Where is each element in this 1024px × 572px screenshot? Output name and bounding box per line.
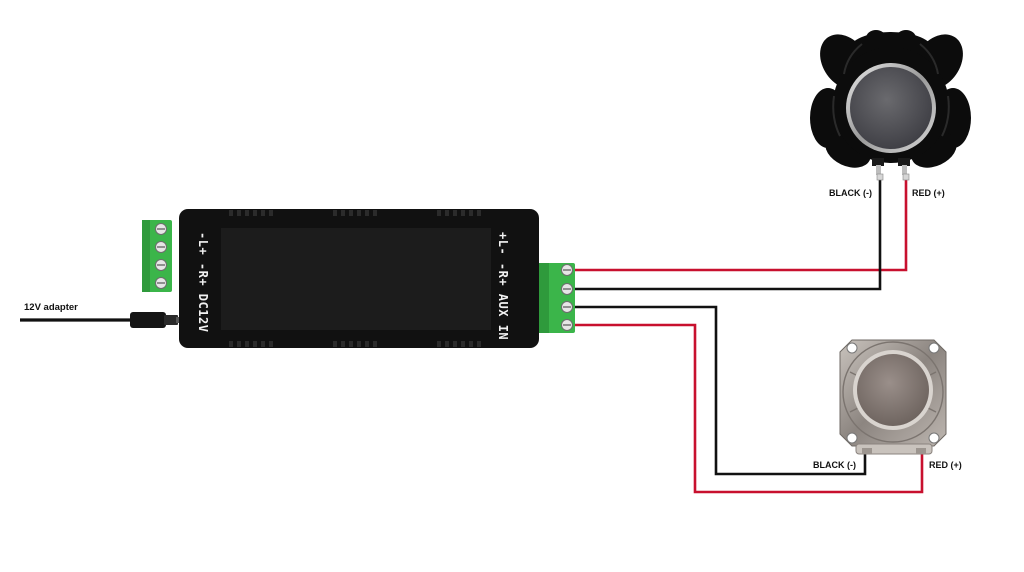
screw-icon xyxy=(155,241,167,253)
screw-icon xyxy=(155,277,167,289)
screw-icon xyxy=(561,301,573,313)
top-speaker-red-label: RED (+) xyxy=(912,188,945,198)
speaker-icon xyxy=(839,339,947,455)
wire-top-black xyxy=(572,180,882,291)
terminal-block-icon xyxy=(142,220,172,292)
screw-icon xyxy=(155,259,167,271)
wires xyxy=(20,180,924,494)
bottom-speaker-black-label: BLACK (-) xyxy=(813,460,856,470)
screw-icon xyxy=(561,319,573,331)
wire-top-red xyxy=(572,180,908,272)
amp-panel xyxy=(221,228,491,330)
amp-left-label: -L+ -R+ DC12V xyxy=(196,232,210,332)
wire-bottom-black xyxy=(572,305,867,476)
adapter-label: 12V adapter xyxy=(24,302,78,313)
speaker-icon xyxy=(810,30,971,181)
wire-bottom-red xyxy=(572,323,924,494)
screw-icon xyxy=(561,283,573,295)
screw-icon xyxy=(155,223,167,235)
screw-icon xyxy=(561,264,573,276)
dc-plug-icon xyxy=(130,312,180,328)
amplifier: -L+ -R+ DC12V +L- -R+ AUX IN xyxy=(179,209,539,348)
terminal-block-icon xyxy=(539,263,575,333)
amp-right-label: +L- -R+ AUX IN xyxy=(496,232,510,340)
bottom-speaker-red-label: RED (+) xyxy=(929,460,962,470)
top-speaker-black-label: BLACK (-) xyxy=(829,188,872,198)
